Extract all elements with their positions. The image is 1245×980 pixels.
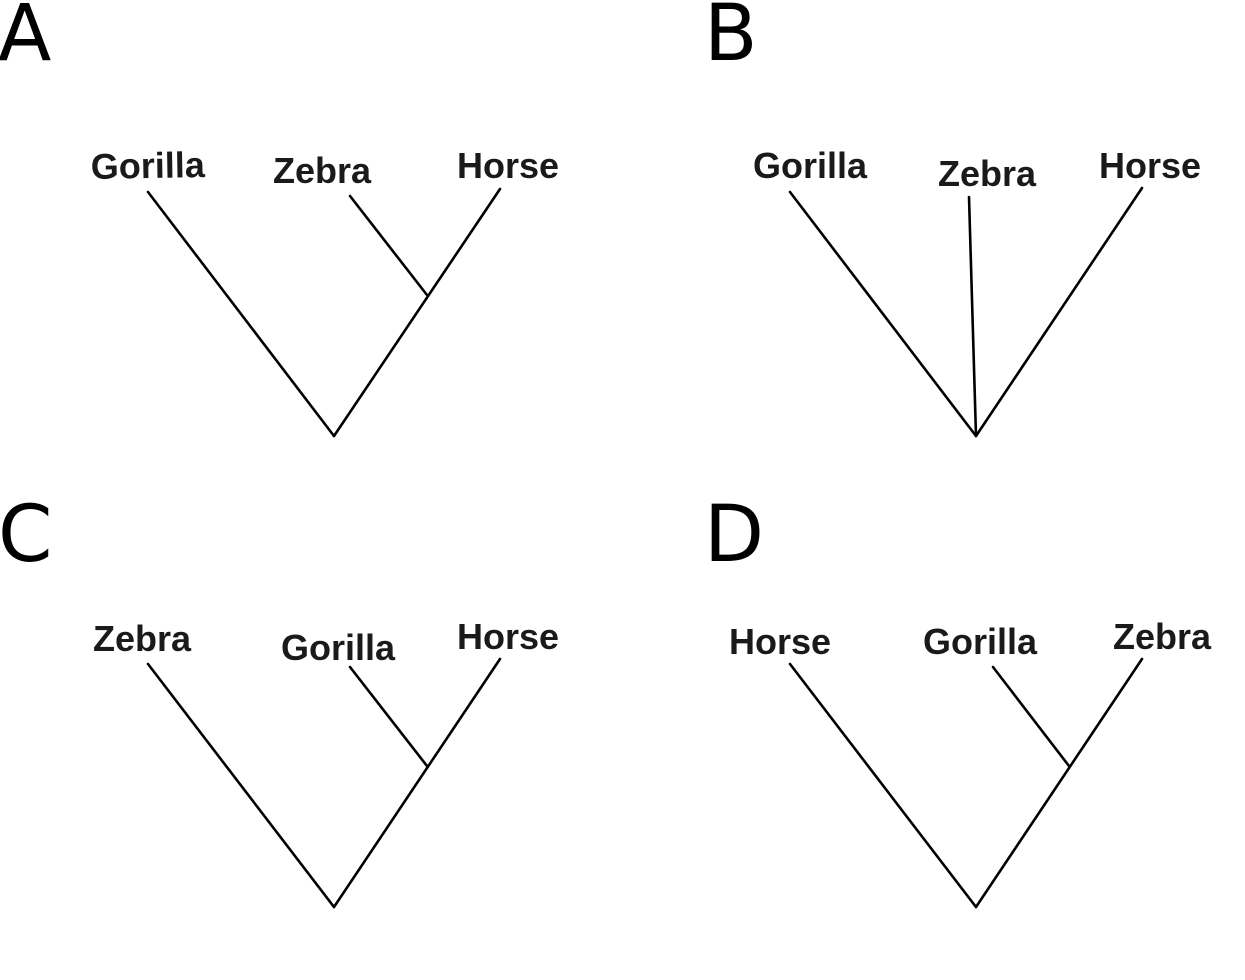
taxon-label: Zebra [1113, 616, 1212, 657]
branch [788, 662, 978, 909]
taxon-label: Gorilla [90, 144, 206, 187]
branch [788, 190, 978, 438]
branch [991, 665, 1071, 768]
branch [967, 195, 978, 438]
panel-letter-b: B [704, 0, 758, 79]
taxon-label: Zebra [273, 150, 372, 191]
taxon-label: Zebra [938, 153, 1037, 194]
branch [974, 657, 1144, 909]
panel-c: C Zebra Gorilla Horse [0, 490, 559, 909]
taxon-label: Horse [1099, 145, 1201, 186]
panel-a: A Gorilla Zebra Horse [0, 0, 559, 438]
taxon-label: Horse [457, 145, 559, 186]
taxon-label: Horse [729, 621, 831, 662]
taxon-label: Gorilla [923, 621, 1038, 662]
branch [146, 190, 336, 438]
branch [332, 187, 502, 438]
branch [146, 662, 336, 909]
panel-letter-a: A [0, 0, 51, 79]
taxon-label: Gorilla [281, 627, 396, 668]
panel-b: B Gorilla Zebra Horse [704, 0, 1201, 438]
branch [332, 657, 502, 909]
taxon-label: Horse [457, 616, 559, 657]
branch [348, 194, 429, 297]
panel-d: D Horse Gorilla Zebra [704, 490, 1212, 909]
branch [974, 186, 1144, 438]
panel-letter-c: C [0, 490, 52, 580]
panel-letter-d: D [704, 490, 764, 580]
taxon-label: Zebra [93, 618, 192, 659]
branch [348, 665, 429, 768]
taxon-label: Gorilla [753, 145, 868, 186]
